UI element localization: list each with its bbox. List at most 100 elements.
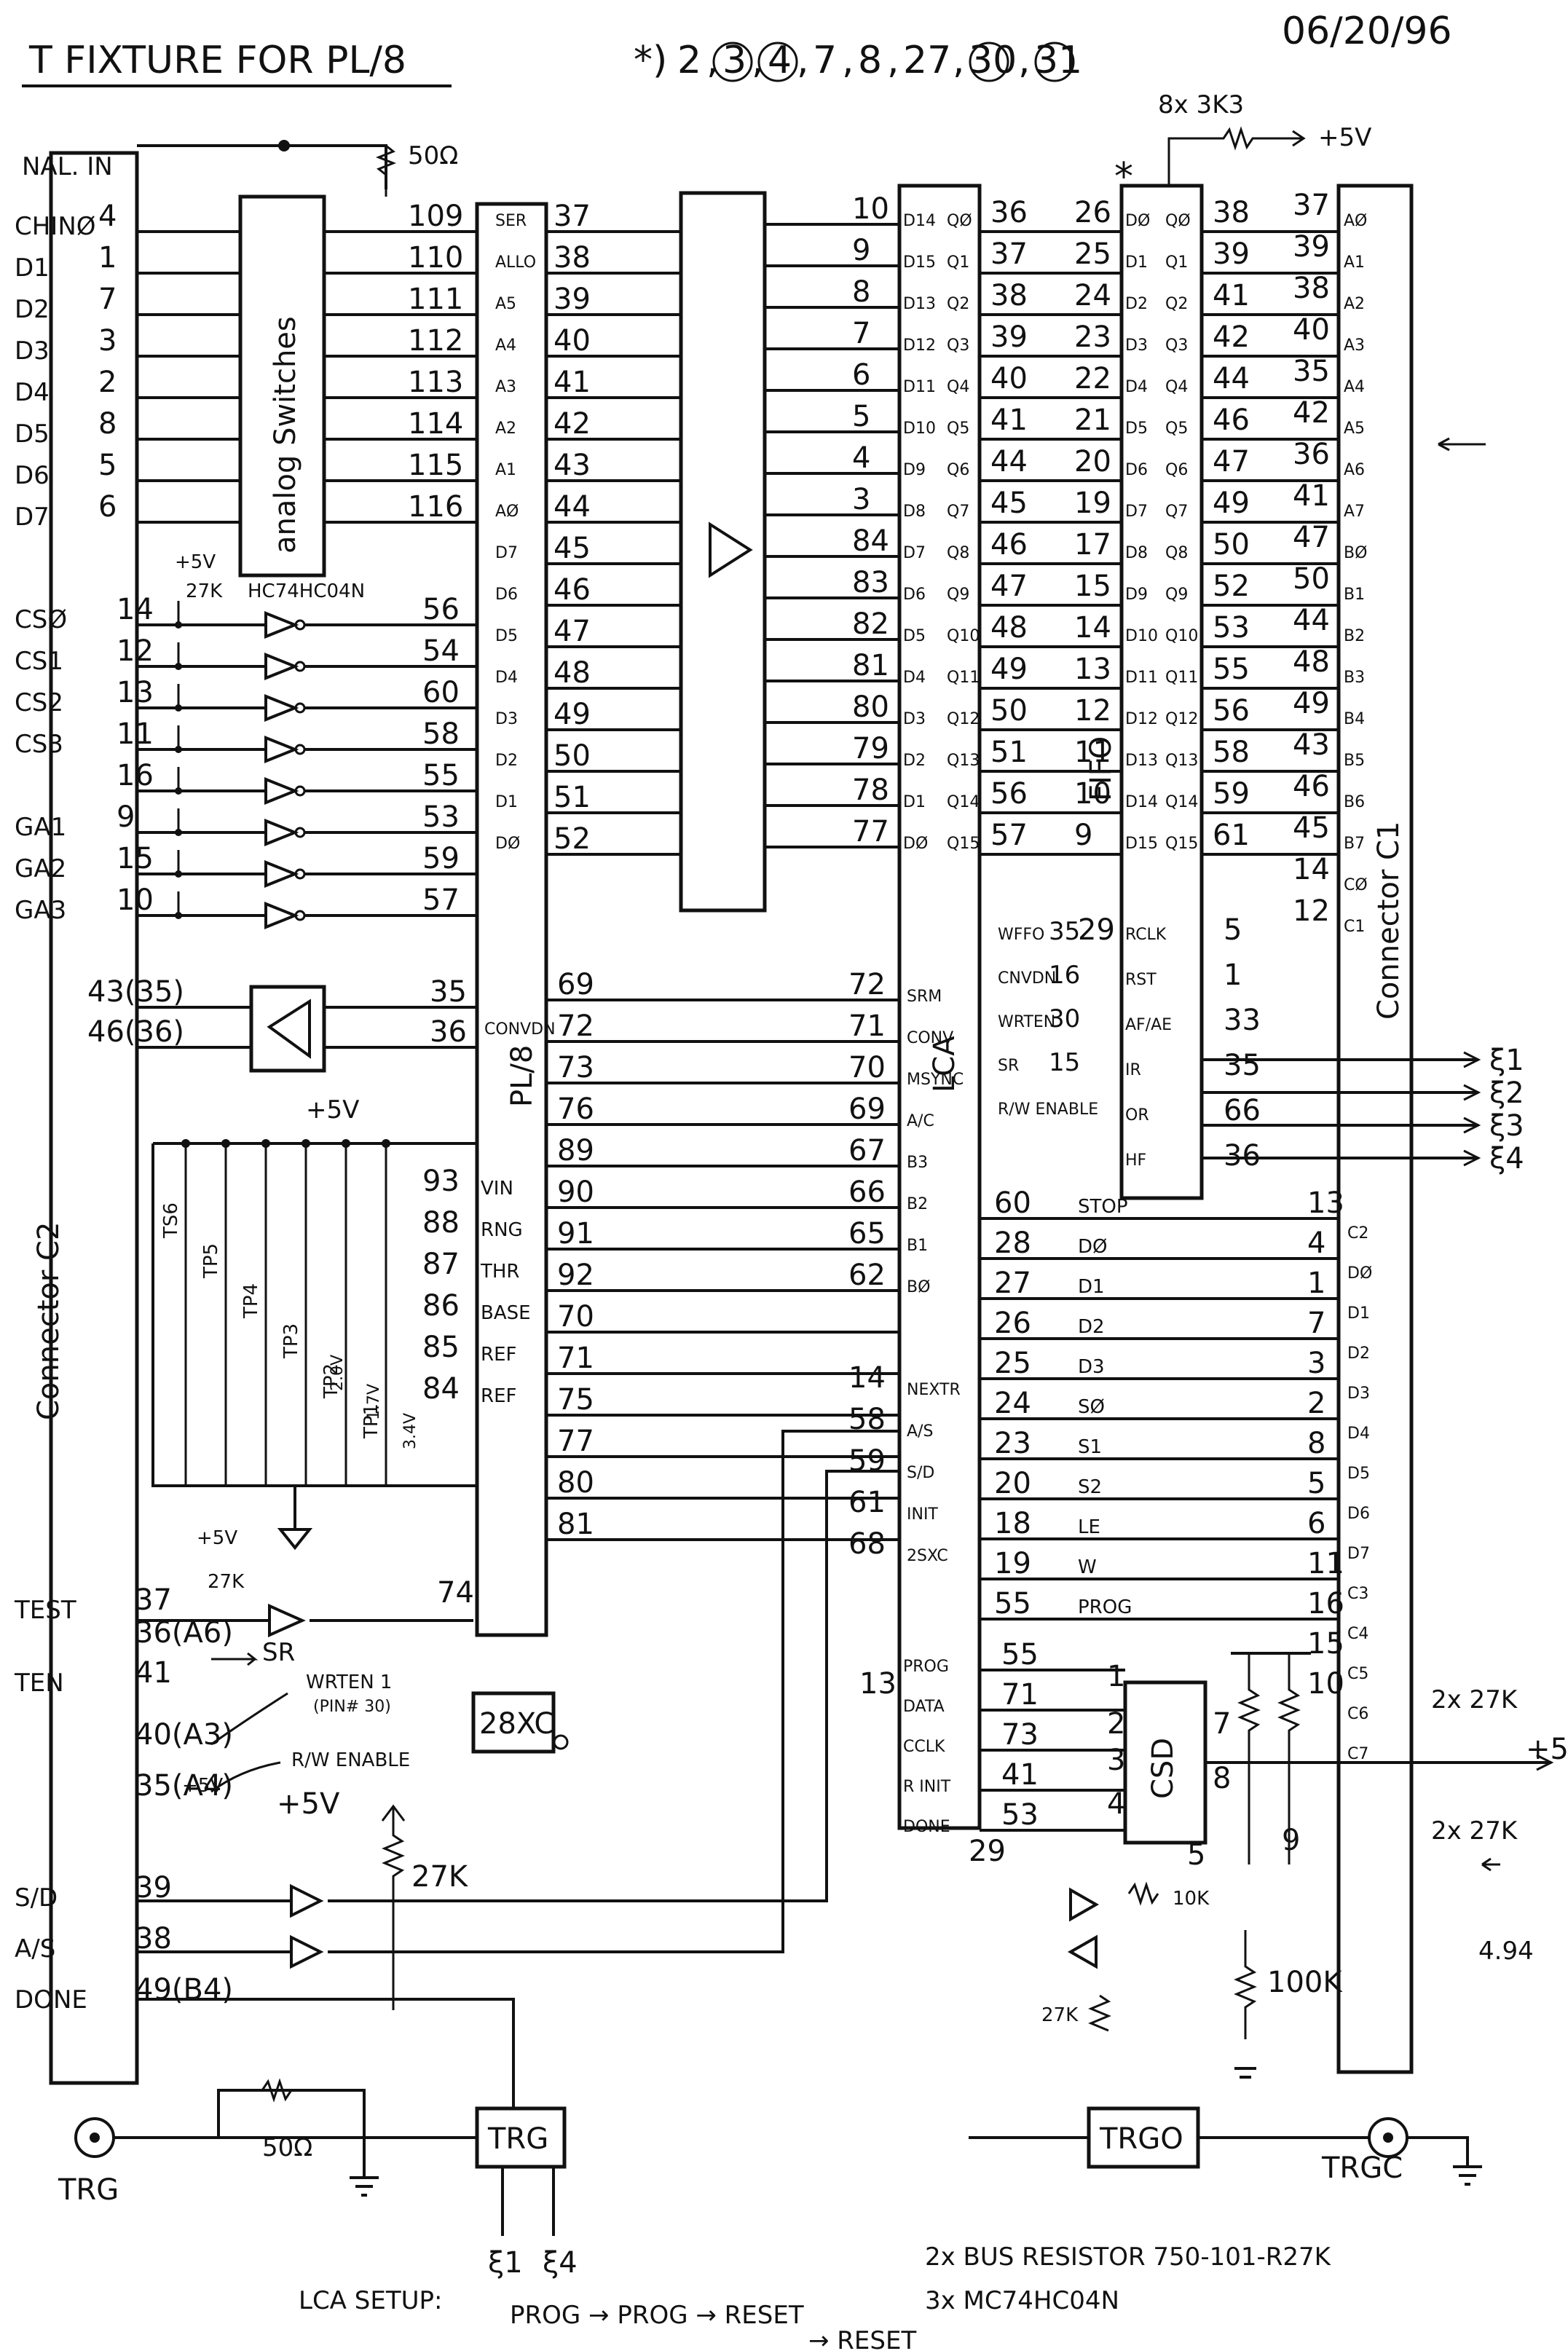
pl8-output-pin: 52: [553, 822, 591, 856]
lca-d-label: D13: [903, 295, 936, 313]
lca-ctrl-label: B3: [907, 1154, 928, 1172]
c2-cs-pin: 10: [117, 883, 154, 917]
lca-d-label: D15: [903, 253, 936, 272]
pl8-output-pin: 51: [553, 781, 591, 814]
lca-q-label: Q1: [947, 253, 969, 272]
pl8-signal-label: D7: [495, 544, 518, 562]
pl8-cs-pin: 57: [422, 883, 460, 917]
c1-label-b: DØ: [1347, 1264, 1372, 1283]
bom-line-2: 3x MC74HC04N: [925, 2286, 1119, 2315]
fifo-d-label: D13: [1125, 752, 1158, 770]
lca-q-label: Q12: [947, 710, 980, 728]
lca-d-label: D3: [903, 710, 926, 728]
c2-pin-number: 2: [98, 366, 117, 399]
lca-ctrl-pin: 71: [848, 1009, 886, 1043]
c1-label-a: B5: [1344, 752, 1365, 770]
pl8-signal-label: A2: [495, 420, 516, 438]
c2-bottom-pin: 49(B4): [135, 1973, 233, 2007]
pl8-signal-label: AØ: [495, 503, 519, 521]
lca-q-pin-b: 22: [1074, 362, 1111, 395]
lca-q-pin-b: 14: [1074, 611, 1111, 645]
lca-chip: [897, 184, 982, 1830]
pl8-output-pin: 37: [553, 200, 591, 233]
pl8-ctrl-pin: 70: [557, 1300, 594, 1334]
analog-in-label: NAL. IN: [22, 152, 113, 181]
pullup-resistor: [1167, 126, 1304, 186]
c2-bottom-pin: 37: [135, 1583, 172, 1617]
lca-d-label: D6: [903, 586, 926, 604]
c1-pin-a: 44: [1293, 604, 1330, 637]
lca-ctrl-pin: 61: [848, 1486, 886, 1519]
gate-supply: +5V: [182, 1775, 223, 1797]
c1-pin-b: 2: [1307, 1387, 1325, 1420]
pl8-trim-pin: 88: [422, 1206, 460, 1240]
c1-label-a: B3: [1344, 669, 1365, 687]
lca-ctrl-label: A/S: [907, 1422, 933, 1441]
trg-resistor-value: 50Ω: [262, 2133, 312, 2162]
lca-lower-label: S2: [1078, 1476, 1102, 1498]
buffer-pin: 81: [852, 649, 889, 682]
buffer-pin: 80: [852, 690, 889, 724]
lca-d-label: D2: [903, 752, 926, 770]
c1-pin-a: 41: [1293, 479, 1330, 513]
lca-q-pin-a: 44: [990, 445, 1028, 479]
lca-lower-label: D3: [1078, 1356, 1105, 1378]
pl8-ctrl-label: BASE: [481, 1302, 531, 1324]
trimmer-label: TP3: [280, 1323, 302, 1359]
pins-note-item: 7: [813, 39, 837, 82]
pl8-ctrl-pin: 69: [557, 968, 594, 1001]
pl8-ctrl-label: THR: [480, 1261, 520, 1283]
analog-buffer-block: [249, 985, 326, 1073]
lca-ctrl-pin: 72: [848, 968, 886, 1001]
c1-pin-a: 47: [1293, 521, 1330, 554]
fifo-d-label: D2: [1125, 295, 1148, 313]
trg-connector-label: TRG: [58, 2173, 119, 2207]
fifo-ctrl-label: OR: [1125, 1106, 1149, 1125]
c1-label-b: D5: [1347, 1465, 1370, 1483]
pins-note-item: 3: [722, 39, 746, 82]
pl8-cs-pin: 54: [422, 634, 460, 668]
lca-q-pin-a: 45: [990, 487, 1028, 520]
lca-mid-pin-2: 29: [1078, 913, 1115, 947]
fifo-d-label: D1: [1125, 253, 1148, 272]
pl8-input-pin: 109: [408, 200, 463, 233]
c1-label-b: D4: [1347, 1425, 1370, 1443]
pl8-ctrl-label: REF: [481, 1385, 516, 1407]
lca-q-pin-a: 56: [990, 777, 1028, 811]
fifo-q-label: Q9: [1165, 586, 1188, 604]
lca-ctrl-pin: 14: [848, 1361, 886, 1395]
trim-voltage: 1.7V: [365, 1384, 383, 1420]
buffer-pin: 5: [852, 400, 870, 433]
test-section: +5V 27K SR WRTEN 1 (PIN# 30) R/W ENABLE …: [137, 1527, 473, 1821]
trg-in-1-label: ξ1: [488, 2246, 523, 2280]
sheet-title: T FIXTURE FOR PL/8: [28, 39, 406, 82]
lca-q-pin-b: 11: [1074, 736, 1111, 769]
fifo-d-label: D4: [1125, 378, 1148, 396]
c1-label-a: A7: [1344, 503, 1365, 521]
fifo-q-label: Q10: [1165, 627, 1198, 645]
as-route: [328, 1430, 899, 1953]
signal-out-arrow-icon: [1463, 1084, 1481, 1101]
signal-out-arrow-icon: [1463, 1117, 1481, 1134]
pl8-output-pin: 48: [553, 656, 591, 690]
buffer-pin: 9: [852, 234, 870, 267]
c2-bottom-label: S/D: [15, 1883, 58, 1913]
lca-mid-pin: 15: [1049, 1048, 1080, 1077]
c2-signal-label: D3: [15, 336, 50, 366]
csd-pin: 5: [1187, 1838, 1205, 1872]
fifo-ctrl-label: RCLK: [1125, 926, 1167, 944]
c1-label-a: BØ: [1344, 544, 1367, 562]
trimmer-label: TP5: [200, 1243, 222, 1279]
lca-q-label: Q3: [947, 336, 969, 355]
c1-pin-b: 11: [1307, 1547, 1344, 1580]
pl8-signal-label: D6: [495, 586, 518, 604]
lca-q-pin-b: 12: [1074, 694, 1111, 728]
c1-pin-a: 40: [1293, 313, 1330, 347]
fifo-d-label: D14: [1125, 793, 1158, 811]
c2-signal-label: D2: [15, 295, 50, 324]
lca-q-pin-b: 15: [1074, 570, 1111, 603]
trimmer-node: [382, 1139, 390, 1148]
lca-ctrl-label: 2SXC: [907, 1547, 948, 1565]
lca-q-pin-b: 13: [1074, 653, 1111, 686]
